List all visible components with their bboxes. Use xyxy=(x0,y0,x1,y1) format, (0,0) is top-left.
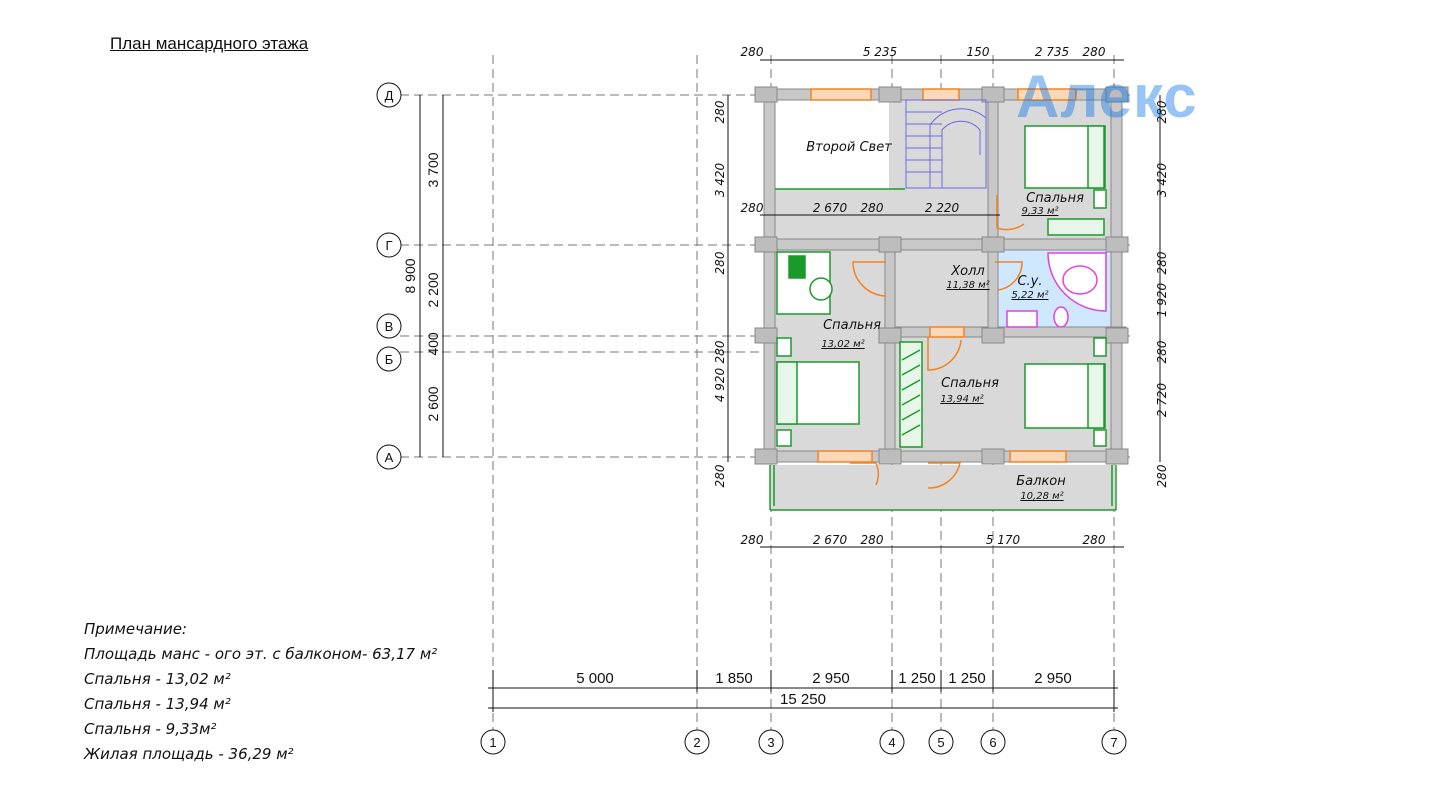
room-labels: Второй Свет Спальня 9,33 м² Холл 11,38 м… xyxy=(806,140,1084,502)
dim-ir-7: 280 xyxy=(1155,464,1169,487)
plan-title: План мансардного этажа xyxy=(110,34,309,53)
dim-top-d: 2 735 xyxy=(1035,45,1069,59)
bedroom-w-furniture xyxy=(776,251,860,447)
dim-axis-56: 1 250 xyxy=(948,670,986,687)
room-second-light: Второй Свет xyxy=(806,140,892,155)
room-hall-area: 11,38 м² xyxy=(946,280,989,291)
notes-bedroom-3: Спальня - 9,33м² xyxy=(84,720,217,738)
row-axis-markers: Д Г В Б А xyxy=(376,82,402,470)
dim-axis-67: 2 950 xyxy=(1034,670,1072,687)
dim-axis-34: 2 950 xyxy=(812,670,850,687)
dim-top-c: 150 xyxy=(967,45,990,59)
notes-total-area: Площадь манс - ого эт. с балконом- 63,17… xyxy=(84,645,438,663)
dim-total-height: 8 900 xyxy=(402,258,418,293)
top-dimension-labels: 280 5 235 150 2 735 280 xyxy=(741,45,1106,59)
dim-il-4: 280 xyxy=(713,340,727,363)
room-bedroom-w-area: 13,02 м² xyxy=(821,339,864,350)
dim-ir-5: 280 xyxy=(1155,340,1169,363)
inner-left-dimension-labels: 280 3 420 280 280 4 920 280 xyxy=(713,100,727,487)
stairs xyxy=(905,99,987,189)
dim-il-2: 3 420 xyxy=(713,162,727,197)
notes-block: Примечание: Площадь манс - ого эт. с бал… xyxy=(84,617,437,767)
col-axis-6: 6 xyxy=(989,735,996,750)
dim-top-a: 280 xyxy=(741,45,764,59)
dim-bot-d: 5 170 xyxy=(986,533,1021,547)
dim-bot-c: 280 xyxy=(861,533,884,547)
dim-ir-6: 2 720 xyxy=(1155,382,1169,417)
inner-right-dimension-labels: 280 3 420 280 1 920 280 2 720 280 xyxy=(1155,100,1169,487)
dim-il-6: 280 xyxy=(713,464,727,487)
windows xyxy=(810,88,1077,463)
railings xyxy=(769,188,1117,511)
room-hall-name: Холл xyxy=(950,264,984,279)
row-axis-v: В xyxy=(385,319,394,334)
company-logo: Алекс xyxy=(1016,63,1198,130)
notes-bedroom-1: Спальня - 13,02 м² xyxy=(84,670,231,688)
dim-axis-12: 5 000 xyxy=(576,670,614,687)
room-bedroom-ne-name: Спальня xyxy=(1026,191,1084,206)
col-axis-2: 2 xyxy=(693,735,700,750)
col-axis-3: 3 xyxy=(767,735,774,750)
room-bedroom-ne-area: 9,33 м² xyxy=(1022,206,1059,217)
dim-axis-23: 1 850 xyxy=(715,670,753,687)
dim-mid-b: 2 670 xyxy=(813,201,848,215)
room-bath-name: С.у. xyxy=(1017,274,1042,289)
dim-v-b: 400 xyxy=(425,332,441,356)
room-bath-area: 5,22 м² xyxy=(1012,290,1049,301)
row-axis-d: Д xyxy=(385,88,394,103)
bedroom-s-furniture xyxy=(899,337,1107,448)
dim-ir-1: 280 xyxy=(1155,100,1169,123)
dim-ir-3: 280 xyxy=(1155,251,1169,274)
col-axis-7: 7 xyxy=(1110,735,1117,750)
dim-il-5: 4 920 xyxy=(713,367,727,402)
dim-mid-d: 2 220 xyxy=(925,201,960,215)
col-axis-5: 5 xyxy=(937,735,944,750)
bathroom-fixtures xyxy=(1006,252,1107,328)
dim-il-1: 280 xyxy=(713,100,727,123)
room-balcony-area: 10,28 м² xyxy=(1020,491,1063,502)
dim-ir-2: 3 420 xyxy=(1155,162,1169,197)
mid-dimension-labels: 280 2 670 280 2 220 xyxy=(741,201,960,215)
dim-il-3: 280 xyxy=(713,251,727,274)
room-bedroom-s-name: Спальня xyxy=(941,376,999,391)
bedroom-ne-furniture xyxy=(1024,125,1107,236)
notes-bedroom-2: Спальня - 13,94 м² xyxy=(84,695,231,713)
notes-living-area: Жилая площадь - 36,29 м² xyxy=(84,745,294,763)
column-axis-markers: 1 2 3 4 5 6 7 xyxy=(480,729,1127,755)
bottom-dimension-labels: 280 2 670 280 5 170 280 xyxy=(741,533,1106,547)
dim-bot-a: 280 xyxy=(741,533,764,547)
room-bedroom-w-name: Спальня xyxy=(823,318,881,333)
dim-g-v: 2 200 xyxy=(425,272,441,307)
dim-bot-b: 2 670 xyxy=(813,533,848,547)
room-bedroom-s-area: 13,94 м² xyxy=(940,394,983,405)
dimension-lines xyxy=(419,59,1161,712)
dim-ir-4: 1 920 xyxy=(1155,282,1169,317)
log-knots xyxy=(754,86,1129,465)
col-axis-4: 4 xyxy=(888,735,895,750)
dim-axis-45: 1 250 xyxy=(898,670,936,687)
doors xyxy=(850,195,1025,489)
room-balcony-name: Балкон xyxy=(1016,474,1066,489)
row-axis-a: А xyxy=(385,450,394,465)
dim-top-e: 280 xyxy=(1083,45,1106,59)
dim-mid-a: 280 xyxy=(741,201,764,215)
row-axis-b: Б xyxy=(385,352,394,367)
left-dimension-labels: 8 900 3 700 2 200 400 2 600 xyxy=(402,152,441,421)
notes-heading: Примечание: xyxy=(84,620,187,638)
dim-axis-total: 15 250 xyxy=(780,691,826,708)
dim-bot-e: 280 xyxy=(1083,533,1106,547)
axis-spacing-labels: 5 000 1 850 2 950 1 250 1 250 2 950 15 2… xyxy=(576,670,1072,708)
dim-top-b: 5 235 xyxy=(863,45,897,59)
dim-d-g: 3 700 xyxy=(425,152,441,187)
dim-mid-c: 280 xyxy=(861,201,884,215)
row-axis-g: Г xyxy=(385,238,392,253)
col-axis-1: 1 xyxy=(489,735,496,750)
dim-b-a: 2 600 xyxy=(425,386,441,421)
